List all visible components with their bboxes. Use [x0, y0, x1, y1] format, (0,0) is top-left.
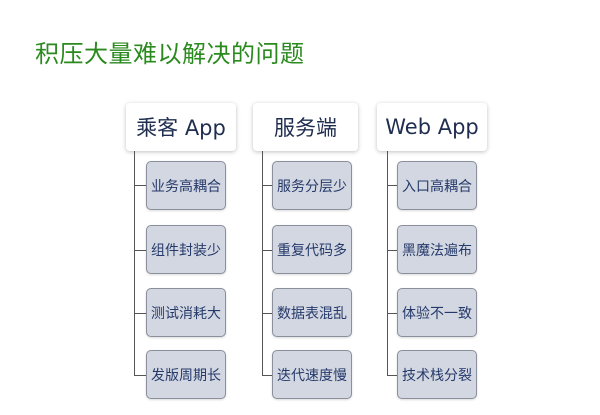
tree-branch: [134, 185, 146, 186]
tree-branch: [387, 250, 397, 251]
tree-connector: [387, 151, 388, 375]
issue-box: 迭代速度慢: [272, 350, 352, 399]
issue-box: 组件封装少: [146, 225, 226, 274]
issue-box: 测试消耗大: [146, 288, 226, 337]
column-header: 乘客 App: [126, 103, 236, 151]
issue-box: 服务分层少: [272, 161, 352, 210]
issue-box: 黑魔法遍布: [397, 225, 477, 274]
tree-branch: [134, 313, 146, 314]
column-header: Web App: [377, 103, 487, 151]
tree-branch: [262, 313, 272, 314]
tree-branch: [134, 375, 146, 376]
tree-branch: [387, 313, 397, 314]
tree-branch: [262, 375, 272, 376]
issue-box: 数据表混乱: [272, 288, 352, 337]
tree-branch: [134, 250, 146, 251]
issue-box: 重复代码多: [272, 225, 352, 274]
issue-box: 业务高耦合: [146, 161, 226, 210]
issue-box: 发版周期长: [146, 350, 226, 399]
issue-box: 入口高耦合: [397, 161, 477, 210]
tree-branch: [387, 185, 397, 186]
issue-box: 技术栈分裂: [397, 350, 477, 399]
issue-box: 体验不一致: [397, 288, 477, 337]
tree-connector: [134, 151, 135, 375]
tree-branch: [262, 250, 272, 251]
column-header: 服务端: [253, 103, 358, 151]
tree-connector: [262, 151, 263, 375]
slide-title: 积压大量难以解决的问题: [35, 40, 305, 68]
tree-branch: [262, 185, 272, 186]
tree-branch: [387, 375, 397, 376]
